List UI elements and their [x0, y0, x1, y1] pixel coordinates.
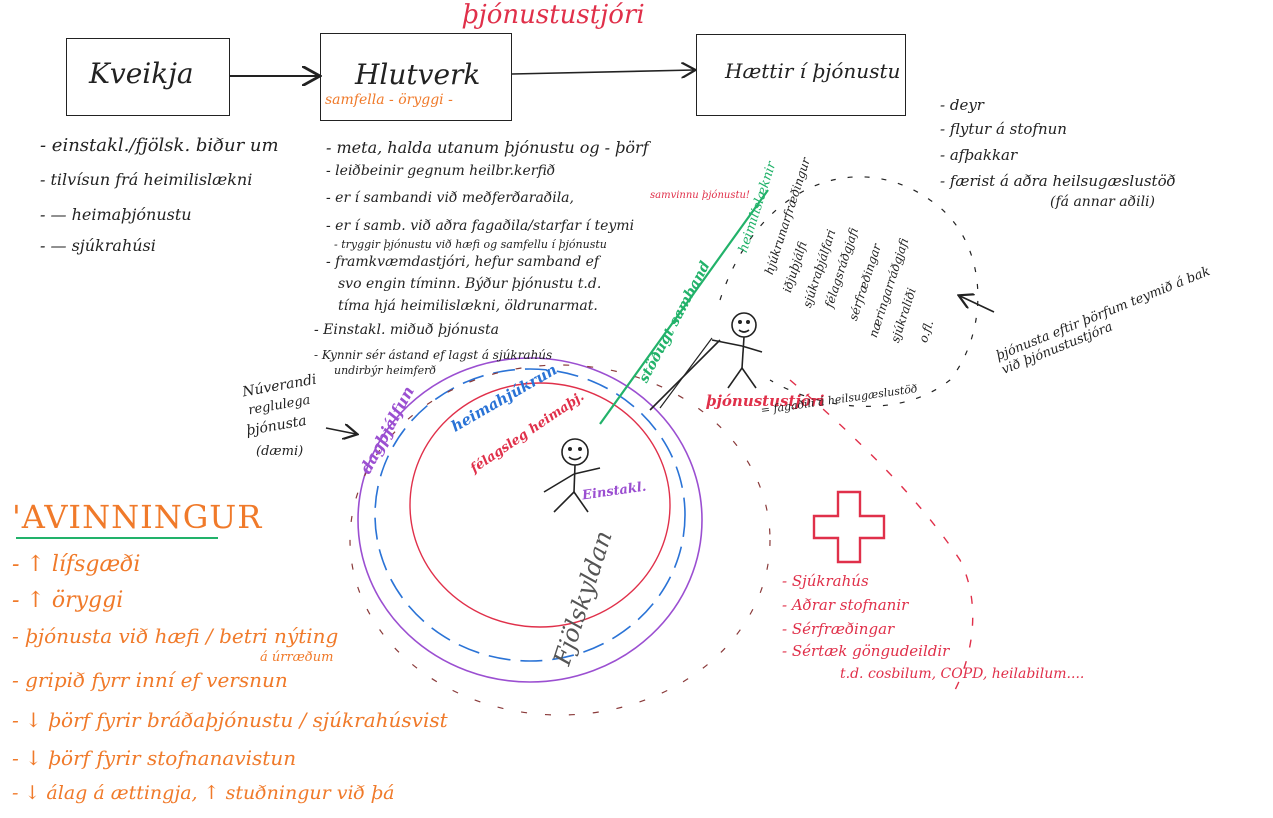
box-haettir: Hættir í þjónustu [696, 34, 906, 116]
haettir-item: - færist á aðra heilsugæslustöð [940, 172, 1176, 190]
hlutverk-item: - er í sambandi við meðferðaraðila, [326, 190, 574, 206]
circle-heimahjukrun [409, 382, 671, 628]
box-kveikja: Kveikja [66, 38, 230, 116]
red-dashed-path [789, 379, 974, 691]
haettir-item: - deyr [940, 96, 984, 114]
hlutverk-tag: samvinnu þjónustu! [650, 190, 750, 201]
avinningur-item: - ↓ þörf fyrir stofnanavistun [12, 746, 297, 770]
avinningur-title: 'AVINNINGUR [12, 498, 263, 536]
kveikja-item: - einstakl./fjölsk. biður um [40, 135, 279, 156]
box-hlutverk-sub: samfella - öryggi - [325, 92, 453, 108]
hlutverk-item: tíma hjá heimilislækni, öldrunarmat. [338, 298, 598, 314]
box-hlutverk: Hlutverk samfella - öryggi - [320, 33, 512, 121]
team-dashed-cloud [719, 176, 979, 407]
hlutverk-item: - Kynnir sér ástand ef lagst á sjúkrahús [314, 348, 553, 362]
hospital-item: t.d. cosbilum, COPD, heilabilum.... [840, 666, 1085, 682]
avinningur-item: - ↓ þörf fyrir bráðaþjónustu / sjúkrahús… [12, 708, 448, 732]
circle-fjolskyldan [357, 357, 703, 683]
box-kveikja-label: Kveikja [89, 57, 194, 90]
hlutverk-item: - tryggir þjónustu við hæfi og samfellu … [334, 238, 607, 251]
haettir-item: - flytur á stofnun [940, 120, 1067, 138]
arrow-team-note [960, 296, 995, 313]
hlutverk-item: - meta, halda utanum þjónustu og - þörf [326, 138, 649, 157]
avinningur-item: - ↑ öryggi [12, 588, 124, 613]
kveikja-item: - tilvísun frá heimilislækni [40, 170, 253, 189]
circle-dagthjalfun [374, 368, 686, 662]
haettir-item: (fá annar aðili) [1050, 194, 1155, 210]
arrow-hlutverk-haettir [511, 70, 694, 74]
hlutverk-item: - framkvæmdastjóri, hefur samband ef [326, 254, 600, 270]
kveikja-item: - — heimaþjónustu [40, 205, 192, 224]
hlutverk-item: - leiðbeinir gegnum heilbr.kerfið [326, 163, 556, 179]
hospital-item: - Aðrar stofnanir [782, 596, 909, 614]
avinningur-item: á úrræðum [260, 650, 334, 665]
avinningur-item: - gripið fyrr inní ef versnun [12, 668, 288, 692]
hospital-item: - Sérfræðingar [782, 620, 895, 638]
avinningur-item: - ↑ lífsgæði [12, 552, 141, 577]
green-connection-line [599, 189, 769, 425]
box-hlutverk-label: Hlutverk [355, 58, 481, 91]
circle-outer-dashed [349, 364, 771, 716]
kveikja-item: - — sjúkrahúsi [40, 236, 156, 255]
hospital-item: - Sértæk göngudeildir [782, 642, 950, 660]
avinningur-item: - þjónusta við hæfi / betri nýting [12, 624, 339, 648]
haettir-item: - afþakkar [940, 146, 1018, 164]
page-title: þjónustustjóri [462, 0, 645, 30]
avinningur-item: - ↓ álag á ættingja, ↑ stuðningur við þá [12, 782, 395, 804]
current-service-line: (dæmi) [256, 444, 304, 459]
hlutverk-item: undirbýr heimferð [334, 364, 437, 377]
hospital-item: - Sjúkrahús [782, 572, 869, 590]
arrow-nuverandi [325, 428, 356, 434]
label-thjonustustjori: þjónustustjóri [706, 392, 825, 410]
stick-figure-individual [543, 438, 601, 513]
box-haettir-label: Hættir í þjónustu [725, 59, 901, 83]
hlutverk-item: - Einstakl. miðuð þjónusta [314, 322, 499, 338]
hlutverk-item: - er í samb. við aðra fagaðila/starfar í… [326, 218, 635, 234]
stick-figure-coordinator [711, 312, 763, 389]
red-cross-icon [812, 490, 886, 564]
hlutverk-item: svo engin tíminn. Býður þjónustu t.d. [338, 276, 602, 292]
